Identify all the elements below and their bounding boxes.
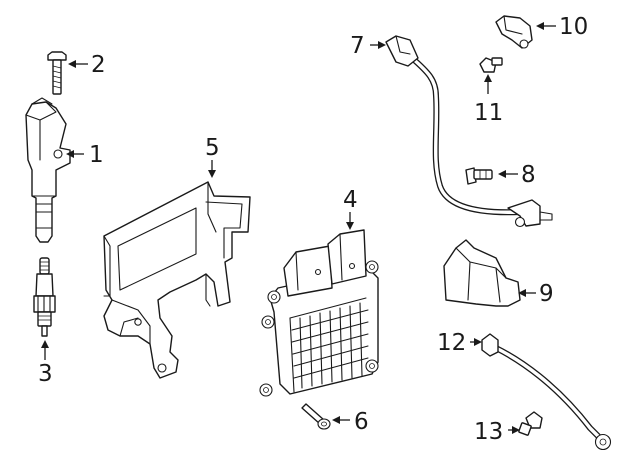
part-bolt-coil [47,51,67,95]
callout-11: 11 [474,74,503,126]
callout-label-9: 9 [539,281,554,307]
part-ignition-coil [25,97,71,243]
callout-label-12: 12 [437,330,466,356]
part-spark-plug [33,257,56,337]
callout-2: 2 [68,52,106,78]
callout-label-10: 10 [559,14,588,40]
part-ecu-bracket [103,181,251,379]
callout-label-3: 3 [38,361,53,387]
callout-12: 12 [437,330,482,356]
part-ecu [259,229,379,397]
callout-10: 10 [536,14,588,40]
callout-8: 8 [498,162,536,188]
callout-5: 5 [205,135,220,178]
callout-9: 9 [518,281,554,307]
callout-6: 6 [332,409,369,435]
part-cam-position-sensor [495,15,533,49]
callout-label-7: 7 [350,33,365,59]
part-bolt-cam-sensor [479,57,503,73]
callout-3: 3 [38,340,53,387]
callout-1: 1 [66,142,104,168]
callout-label-13: 13 [474,419,503,445]
callout-label-11: 11 [474,100,503,126]
callout-13: 13 [474,419,520,445]
callout-label-6: 6 [354,409,369,435]
part-bolt-sensor [465,167,493,185]
callout-4: 4 [343,187,358,230]
callout-label-4: 4 [343,187,358,213]
callout-7: 7 [350,33,386,59]
part-bolt-ecu [301,403,331,430]
part-knock-sensor-lead [481,333,612,451]
callout-label-2: 2 [91,52,106,78]
part-ecu-cover [443,239,521,307]
part-crankshaft-sensor-harness [385,35,553,228]
callout-label-8: 8 [521,162,536,188]
callout-label-5: 5 [205,135,220,161]
callout-label-1: 1 [89,142,104,168]
part-bolt-knock-sensor [518,411,543,436]
